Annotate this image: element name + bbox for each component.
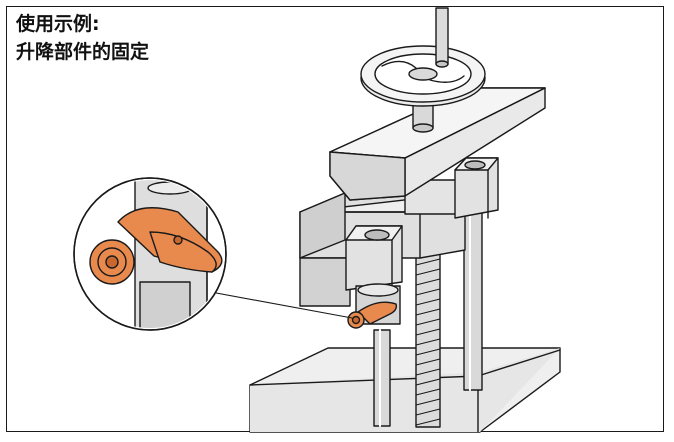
base-plate [249, 347, 561, 433]
guide-column-right [463, 199, 483, 391]
caption-subtitle: 升降部件的固定 [16, 41, 150, 63]
handwheel-grip[interactable] [435, 7, 449, 68]
bushing-block-right [454, 157, 499, 219]
magnifier-inset-icon [73, 177, 227, 331]
callout-leader [199, 289, 353, 319]
caption-title: 使用示例: [16, 13, 100, 35]
clamp-lever-icon[interactable] [347, 301, 398, 329]
handwheel-icon[interactable] [360, 45, 486, 107]
top-plate [329, 87, 546, 201]
bushing-block [345, 225, 403, 291]
guide-column-left [373, 329, 391, 427]
caption: 使用示例: 升降部件的固定 [16, 10, 149, 66]
